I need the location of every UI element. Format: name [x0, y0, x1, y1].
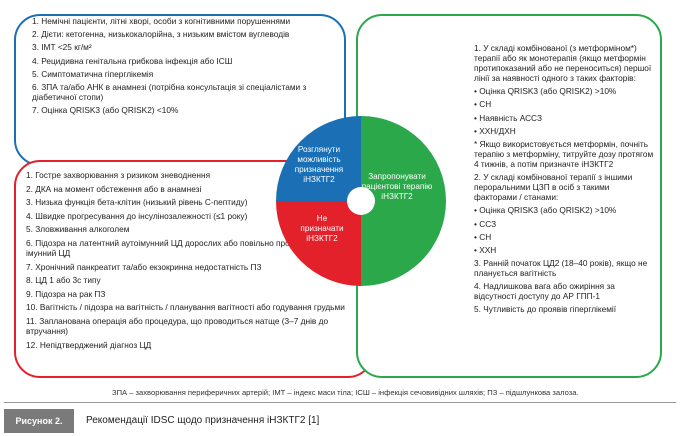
- consider-label: Розглянути можливість призначення іНЗКТГ…: [294, 145, 344, 184]
- list-item: 3. Ранній початок ЦД2 (18–40 років), якщ…: [474, 258, 648, 279]
- offer-therapy-criteria-list: 1. У складі комбінованої (з метформіном*…: [474, 43, 654, 318]
- list-item: 5. Чутливість до проявів гіперглікемії: [474, 304, 617, 315]
- center-hole: [347, 187, 375, 215]
- list-item: 8. ЦД 1 або 3с типу: [26, 275, 101, 286]
- list-item: 5. Симптоматична гіперглікемія: [32, 68, 154, 79]
- offer-therapy-segment: [361, 116, 446, 286]
- list-item: • ХХН: [474, 244, 497, 255]
- list-item: 3. Низька функція бета-клітин (низький р…: [26, 197, 248, 208]
- list-item: • ССЗ: [474, 218, 497, 229]
- list-item: 10. Вагітність / підозра на вагітність /…: [26, 302, 345, 313]
- list-item: 1. Немічні пацієнти, літні хворі, особи …: [32, 16, 291, 26]
- consider-segment: [276, 116, 361, 201]
- list-item: 3. ІМТ <25 кг/м²: [32, 42, 92, 53]
- list-item: 7. Оцінка QRISK3 (або QRISK2) <10%: [32, 105, 179, 116]
- list-item: 2. Дієти: кетогенна, низькокалорійна, з …: [32, 29, 290, 40]
- recommendation-circle: [276, 116, 446, 286]
- list-item: 1. Гостре захворювання з ризиком зневодн…: [26, 170, 211, 180]
- consider-criteria-list: 1. Немічні пацієнти, літні хворі, особи …: [32, 16, 328, 118]
- list-item: 6. ЗПА та/або АНК в анамнезі (потрібна к…: [32, 81, 307, 102]
- list-item: • ХХН/ДХН: [474, 125, 516, 136]
- figure-caption: Рекомендації IDSC щодо призначення іНЗКТ…: [86, 415, 320, 426]
- list-item: • Оцінка QRISK3 (або QRISK2) >10%: [474, 205, 617, 216]
- list-item: • СН: [474, 99, 492, 110]
- consider-criteria-box: [14, 14, 346, 166]
- list-item: • СН: [474, 231, 492, 242]
- list-item: 6. Підозра на латентний аутоімунний ЦД д…: [26, 237, 330, 258]
- list-item: 4. Рецидивна генітальна грибкова інфекці…: [32, 55, 233, 66]
- divider: [4, 402, 676, 403]
- list-item: 4. Надлишкова вага або ожиріння за відсу…: [474, 281, 615, 302]
- do-not-prescribe-criteria-list: 1. Гостре захворювання з ризиком зневодн…: [26, 170, 346, 353]
- list-item: 5. Зловживання алкоголем: [26, 224, 130, 235]
- offer-therapy-label: Запропонувати пацієнтові терапію іНЗКТГ2: [361, 172, 433, 201]
- list-item: 4. Швидке прогресування до інсулінозалеж…: [26, 210, 248, 221]
- list-item: 9. Підозра на рак ПЗ: [26, 288, 106, 299]
- list-item: 2. ДКА на момент обстеження або в анамне…: [26, 183, 202, 194]
- list-item: 7. Хронічний панкреатит та/або екзокринн…: [26, 261, 262, 272]
- do-not-prescribe-segment: [276, 201, 361, 286]
- list-item: 11. Запланована операція або процедура, …: [26, 315, 329, 336]
- list-item: • Наявність АССЗ: [474, 112, 542, 123]
- list-item: • Оцінка QRISK3 (або QRISK2) >10%: [474, 86, 617, 97]
- list-item: 2. У складі комбінованої терапії з іншим…: [474, 172, 633, 203]
- figure-number-label: Рисунок 2.: [4, 409, 74, 433]
- list-item: 12. Непідтверджений діагноз ЦД: [26, 339, 152, 350]
- abbreviations-footnote: ЗПА – захворювання периферичних артерій;…: [112, 388, 579, 397]
- list-item: 1. У складі комбінованої (з метформіном*…: [474, 43, 652, 83]
- list-item: * Якщо використовується метформін, почні…: [474, 138, 654, 169]
- do-not-prescribe-label: Не призначати іНЗКТГ2: [300, 214, 344, 243]
